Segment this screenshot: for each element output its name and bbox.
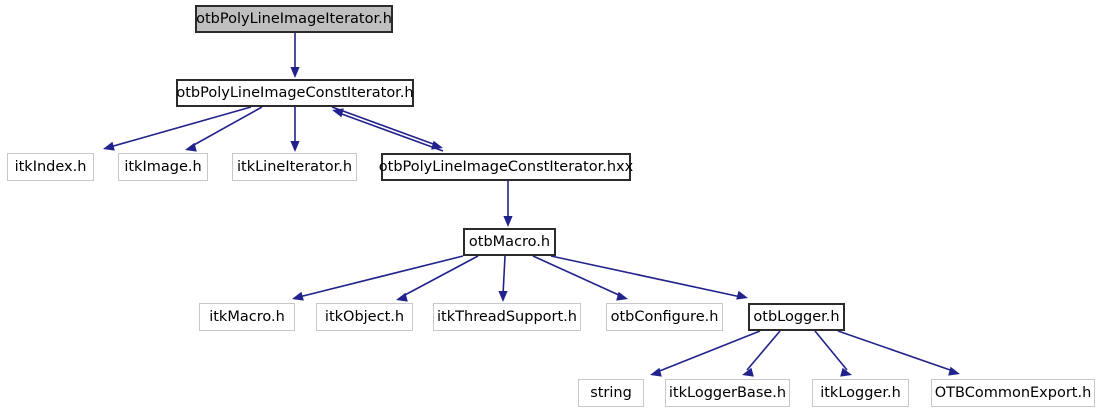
graph-edge-n1-to-n2 bbox=[109, 106, 252, 148]
graph-node-label: otbMacro.h bbox=[468, 233, 551, 250]
graph-edge-arrowhead bbox=[498, 291, 508, 302]
graph-node-label: otbPolyLineImageConstIterator.h bbox=[176, 84, 414, 101]
graph-edge-arrowhead bbox=[840, 367, 852, 377]
graph-node-label: itkLoggerBase.h bbox=[668, 384, 787, 401]
graph-node-label: string bbox=[590, 384, 632, 401]
graph-node-label: itkObject.h bbox=[324, 308, 405, 325]
graph-node-itkobject-h[interactable]: itkObject.h bbox=[316, 303, 413, 331]
graph-edge-n1-to-n5 bbox=[331, 106, 437, 146]
graph-edge-arrowhead bbox=[948, 366, 960, 376]
graph-edge-n11-to-n14 bbox=[814, 330, 848, 371]
graph-edge-n11-to-n12 bbox=[656, 330, 761, 373]
graph-node-label: otbConfigure.h bbox=[610, 308, 719, 325]
graph-node-label: itkLineIterator.h bbox=[236, 158, 353, 175]
graph-edge-arrowhead bbox=[431, 140, 443, 150]
graph-node-label: OTBCommonExport.h bbox=[934, 384, 1092, 401]
graph-edge-n6-to-n9 bbox=[502, 255, 506, 296]
graph-edge-n11-to-n13 bbox=[746, 330, 781, 371]
graph-edge-arrowhead bbox=[103, 141, 115, 151]
graph-node-label: otbPolyLineImageIterator.h bbox=[196, 10, 392, 27]
graph-edge-arrowhead bbox=[736, 290, 748, 300]
graph-node-label: itkIndex.h bbox=[14, 158, 87, 175]
graph-node-otbconfigure-h[interactable]: otbConfigure.h bbox=[606, 303, 723, 331]
graph-node-itklogger-h[interactable]: itkLogger.h bbox=[812, 379, 909, 407]
graph-edge-arrowhead bbox=[503, 216, 513, 227]
graph-node-otblogger-h[interactable]: otbLogger.h bbox=[748, 303, 845, 331]
graph-edge-arrowhead bbox=[332, 108, 344, 118]
graph-node-itkimage-h[interactable]: itkImage.h bbox=[118, 153, 208, 181]
graph-edge-arrowhead bbox=[616, 291, 628, 301]
graph-edge-arrowhead bbox=[290, 141, 300, 152]
graph-node-label: itkThreadSupport.h bbox=[437, 308, 577, 325]
graph-node-string[interactable]: string bbox=[578, 379, 644, 407]
graph-node-itkindex-h[interactable]: itkIndex.h bbox=[7, 153, 94, 181]
graph-node-otbcommonexport-h[interactable]: OTBCommonExport.h bbox=[931, 379, 1095, 407]
graph-edge-n6-to-n8 bbox=[402, 255, 479, 297]
graph-edge-n6-to-n10 bbox=[532, 255, 622, 297]
graph-edge-arrowhead bbox=[650, 367, 662, 377]
graph-node-label: otbPolyLineImageConstIterator.hxx bbox=[378, 158, 634, 175]
graph-node-label: itkImage.h bbox=[124, 158, 202, 175]
graph-node-otbpolylineimageiterator-h[interactable]: otbPolyLineImageIterator.h bbox=[195, 5, 393, 33]
graph-node-otbpolylineimageconstiterator-hxx[interactable]: otbPolyLineImageConstIterator.hxx bbox=[379, 153, 633, 181]
graph-edge-arrowhead bbox=[290, 67, 300, 78]
graph-edge-arrowhead bbox=[742, 367, 754, 377]
graph-node-itkmacro-h[interactable]: itkMacro.h bbox=[199, 303, 295, 331]
graph-edge-n6-to-n11 bbox=[550, 255, 742, 298]
graph-node-itkthreadsupport-h[interactable]: itkThreadSupport.h bbox=[433, 303, 581, 331]
graph-node-label: itkMacro.h bbox=[209, 308, 285, 325]
graph-node-itkloggerbase-h[interactable]: itkLoggerBase.h bbox=[665, 379, 790, 407]
graph-edge-n6-to-n7 bbox=[298, 255, 464, 298]
graph-edge-n5-to-n1 bbox=[338, 112, 444, 152]
graph-node-label: itkLogger.h bbox=[820, 384, 901, 401]
graph-node-label: otbLogger.h bbox=[753, 308, 840, 325]
graph-node-itklineiterator-h[interactable]: itkLineIterator.h bbox=[232, 153, 357, 181]
graph-node-otbmacro-h[interactable]: otbMacro.h bbox=[463, 228, 556, 256]
graph-edge-n11-to-n15 bbox=[837, 330, 954, 372]
graph-edge-n1-to-n3 bbox=[191, 106, 263, 147]
graph-edge-arrowhead bbox=[292, 291, 304, 301]
graph-node-otbpolylineimageconstiterator-h[interactable]: otbPolyLineImageConstIterator.h bbox=[176, 79, 414, 107]
